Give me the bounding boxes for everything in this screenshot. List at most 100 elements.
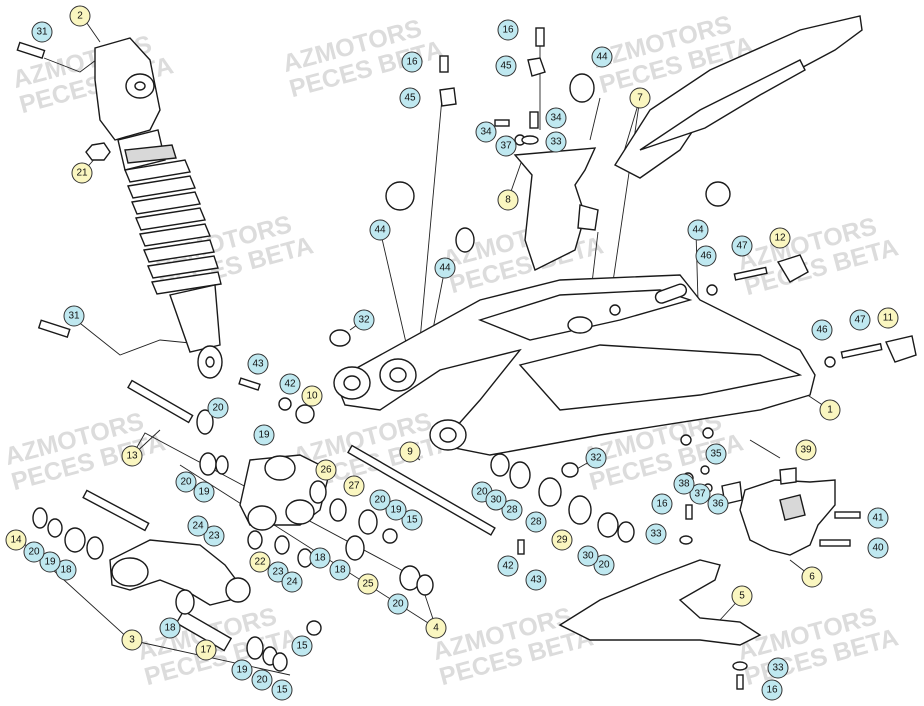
callout-20: 20 bbox=[175, 471, 197, 493]
callout-16-label: 16 bbox=[656, 499, 668, 510]
callout-21-circle bbox=[71, 162, 93, 184]
callout-37-circle bbox=[689, 483, 711, 505]
callout-19: 19 bbox=[253, 424, 275, 446]
callout-47: 47 bbox=[731, 235, 753, 257]
callout-39-circle bbox=[795, 439, 817, 461]
callout-43-label: 43 bbox=[530, 575, 542, 586]
callout-16-circle bbox=[651, 493, 673, 515]
callout-20-label: 20 bbox=[598, 560, 610, 571]
small-hardware bbox=[238, 27, 917, 690]
callout-35-label: 35 bbox=[710, 449, 722, 460]
callout-30-circle bbox=[485, 489, 507, 511]
callout-22-circle bbox=[249, 551, 271, 573]
callout-27-circle bbox=[343, 475, 365, 497]
callout-31-circle bbox=[31, 21, 53, 43]
callout-41-label: 41 bbox=[872, 513, 884, 524]
callout-37: 37 bbox=[689, 483, 711, 505]
callout-4-label: 4 bbox=[433, 623, 439, 634]
callout-46: 46 bbox=[695, 245, 717, 267]
callout-42: 42 bbox=[497, 555, 519, 577]
callout-44-label: 44 bbox=[596, 52, 608, 63]
callout-19: 19 bbox=[193, 481, 215, 503]
callout-33-circle bbox=[545, 131, 567, 153]
callout-20-label: 20 bbox=[392, 599, 404, 610]
callout-45-circle bbox=[399, 87, 421, 109]
callout-16-label: 16 bbox=[766, 685, 778, 696]
linkage-rods bbox=[37, 319, 496, 652]
callout-34-label: 34 bbox=[550, 113, 562, 124]
callout-17-circle bbox=[195, 639, 217, 661]
callout-4: 4 bbox=[425, 617, 447, 639]
callout-20: 20 bbox=[251, 669, 273, 691]
callout-32-circle bbox=[585, 447, 607, 469]
callout-27: 27 bbox=[343, 475, 365, 497]
callout-15: 15 bbox=[271, 679, 293, 701]
callout-42-circle bbox=[497, 555, 519, 577]
callout-24-label: 24 bbox=[286, 577, 298, 588]
callout-28: 28 bbox=[501, 499, 523, 521]
callout-16: 16 bbox=[401, 51, 423, 73]
callout-1-circle bbox=[819, 399, 841, 421]
callout-16: 16 bbox=[761, 679, 783, 701]
callout-30: 30 bbox=[485, 489, 507, 511]
callout-16-circle bbox=[497, 19, 519, 41]
callout-20-circle bbox=[369, 489, 391, 511]
callout-14: 14 bbox=[5, 529, 27, 551]
callout-23-circle bbox=[203, 525, 225, 547]
callout-26: 26 bbox=[315, 459, 337, 481]
callout-34-label: 34 bbox=[480, 127, 492, 138]
callout-16-label: 16 bbox=[406, 57, 418, 68]
callout-18-circle bbox=[309, 547, 331, 569]
callout-37-circle bbox=[495, 135, 517, 157]
callout-15-circle bbox=[271, 679, 293, 701]
swingarm bbox=[333, 274, 816, 456]
callout-35: 35 bbox=[705, 443, 727, 465]
callout-10-circle bbox=[301, 385, 323, 407]
chain-slider-lower bbox=[558, 559, 762, 646]
callout-19: 19 bbox=[39, 551, 61, 573]
callout-1: 1 bbox=[819, 399, 841, 421]
callout-20-label: 20 bbox=[476, 487, 488, 498]
callout-45: 45 bbox=[495, 55, 517, 77]
callout-18-circle bbox=[159, 617, 181, 639]
callout-33: 33 bbox=[645, 523, 667, 545]
callout-28-label: 28 bbox=[530, 517, 542, 528]
callout-34-circle bbox=[545, 107, 567, 129]
callout-24: 24 bbox=[187, 515, 209, 537]
callout-20: 20 bbox=[387, 593, 409, 615]
callout-45-circle bbox=[495, 55, 517, 77]
callout-38-label: 38 bbox=[678, 479, 690, 490]
callout-3-circle bbox=[121, 629, 143, 651]
callout-12-label: 12 bbox=[774, 233, 786, 244]
callout-15: 15 bbox=[291, 635, 313, 657]
callout-28-label: 28 bbox=[506, 505, 518, 516]
callout-44-circle bbox=[434, 257, 456, 279]
callout-45-label: 45 bbox=[500, 61, 512, 72]
callout-47-circle bbox=[849, 309, 871, 331]
callout-26-circle bbox=[315, 459, 337, 481]
callout-15-label: 15 bbox=[276, 685, 288, 696]
callout-1-label: 1 bbox=[827, 405, 833, 416]
callout-19: 19 bbox=[231, 659, 253, 681]
callout-24: 24 bbox=[281, 571, 303, 593]
callout-20-circle bbox=[23, 541, 45, 563]
callout-20: 20 bbox=[207, 397, 229, 419]
callout-6: 6 bbox=[801, 566, 823, 588]
callout-19-circle bbox=[385, 499, 407, 521]
callout-42-circle bbox=[279, 373, 301, 395]
callout-8-label: 8 bbox=[505, 195, 511, 206]
callout-30-label: 30 bbox=[490, 495, 502, 506]
callout-24-circle bbox=[281, 571, 303, 593]
callout-8-circle bbox=[497, 189, 519, 211]
callout-3: 3 bbox=[121, 629, 143, 651]
callout-40: 40 bbox=[867, 537, 889, 559]
callout-46-label: 46 bbox=[700, 251, 712, 262]
callout-44: 44 bbox=[434, 257, 456, 279]
callout-41: 41 bbox=[867, 507, 889, 529]
callout-34: 34 bbox=[545, 107, 567, 129]
callout-20-label: 20 bbox=[212, 403, 224, 414]
callout-31-circle bbox=[63, 305, 85, 327]
callout-43-circle bbox=[247, 353, 269, 375]
callout-38-circle bbox=[673, 473, 695, 495]
callout-19-label: 19 bbox=[258, 430, 270, 441]
